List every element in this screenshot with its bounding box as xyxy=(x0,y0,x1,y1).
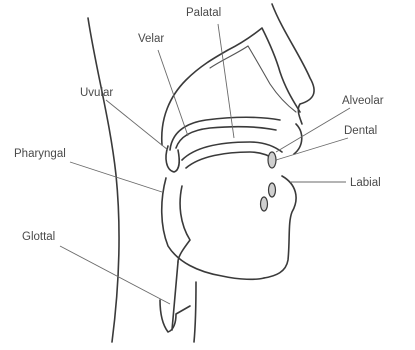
pharyngal-leader xyxy=(70,162,162,192)
lower-tooth-back xyxy=(261,197,268,211)
hard-palate-upper xyxy=(170,117,280,150)
dental-label: Dental xyxy=(344,125,377,137)
trachea-outline xyxy=(194,282,196,342)
alveolar-label: Alveolar xyxy=(342,95,384,107)
uvular-label: Uvular xyxy=(80,87,113,99)
velar-label: Velar xyxy=(138,33,164,45)
dental-leader xyxy=(276,138,348,160)
lower-tooth-front xyxy=(269,183,276,197)
upper-tooth xyxy=(268,152,276,168)
epiglottis xyxy=(178,186,190,262)
tongue-upper xyxy=(182,142,282,160)
tongue-lower xyxy=(186,152,276,168)
glottal-leader xyxy=(60,246,170,304)
labial-label: Labial xyxy=(350,177,381,189)
palatal-label: Palatal xyxy=(186,7,221,19)
palatal-leader xyxy=(218,24,234,138)
glottal-label: Glottal xyxy=(22,231,55,243)
back-of-neck-outline xyxy=(88,18,119,342)
uvular-leader xyxy=(106,100,168,150)
hard-palate-lower xyxy=(176,127,276,148)
alveolar-leader xyxy=(276,108,350,152)
pharyngal-label: Pharyngal xyxy=(14,148,66,160)
